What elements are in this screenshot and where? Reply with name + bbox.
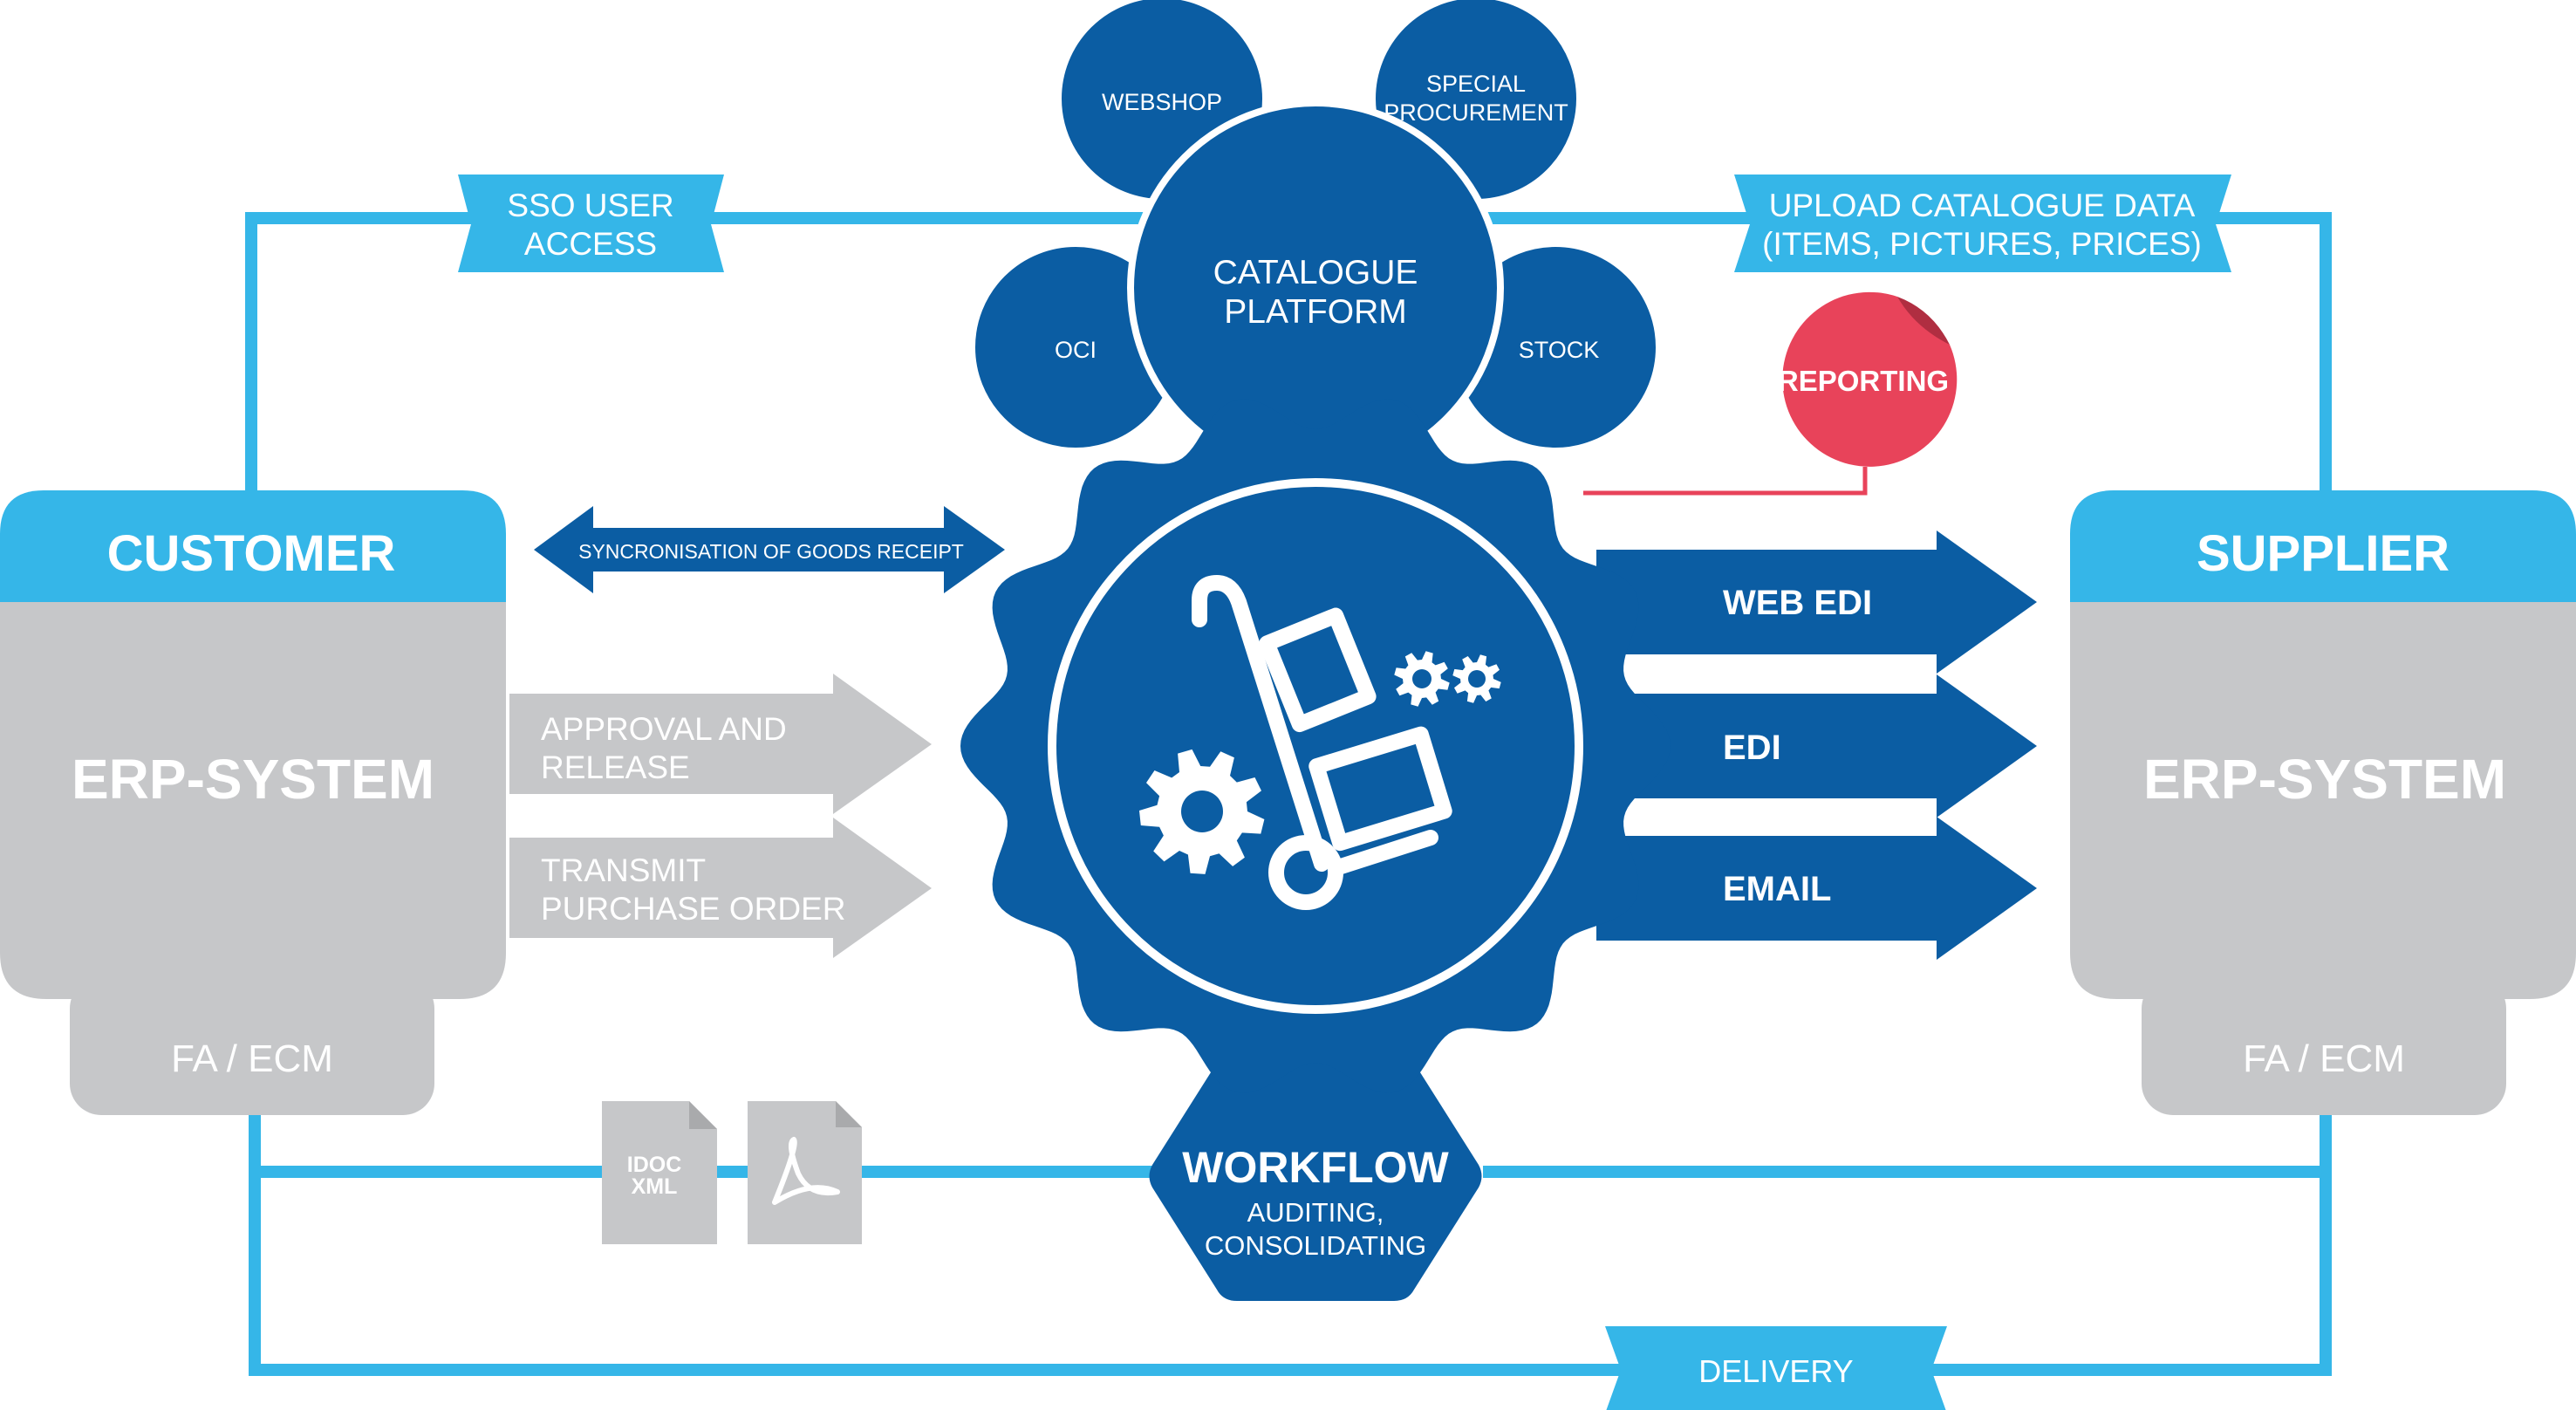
reporting-badge: REPORTING xyxy=(1778,291,1958,467)
email-label: EMAIL xyxy=(1723,870,1831,908)
customer-erp-body xyxy=(0,602,506,999)
supplier-erp-body xyxy=(2070,602,2576,999)
supplier-title: SUPPLIER xyxy=(2197,525,2450,582)
top-left-connector xyxy=(245,212,1160,493)
sso-tag-line2: ACCESS xyxy=(524,226,657,262)
supplier-erp-block: FA / ECM SUPPLIER ERP-SYSTEM xyxy=(2070,490,2576,1115)
sso-tag-line1: SSO USER xyxy=(507,188,673,223)
catalogue-cluster: WEBSHOP SPECIAL PROCUREMENT OCI STOCK CA… xyxy=(970,0,1661,476)
idoc-line2: XML xyxy=(632,1174,678,1199)
edi-arrow: EDI xyxy=(1596,674,2037,818)
approval-line2: RELEASE xyxy=(541,749,690,785)
stock-label: STOCK xyxy=(1519,337,1600,363)
upload-tag-line1: UPLOAD CATALOGUE DATA xyxy=(1769,188,2196,223)
reporting-label: REPORTING xyxy=(1778,365,1949,397)
supplier-fa-ecm-box xyxy=(2142,977,2506,1115)
gear-shape xyxy=(960,399,1671,1093)
supplier-header xyxy=(2070,490,2576,602)
gear-inner-ring xyxy=(1048,478,1583,1014)
delivery-tag: DELIVERY xyxy=(1605,1326,1947,1410)
workflow-title: WORKFLOW xyxy=(1182,1143,1449,1192)
hand-truck-with-gears-icon xyxy=(1192,575,1452,910)
special-line2: PROCUREMENT xyxy=(1384,99,1568,126)
approval-arrow: APPROVAL AND RELEASE xyxy=(509,674,932,814)
delivery-label: DELIVERY xyxy=(1698,1353,1853,1389)
transmit-line2: PURCHASE ORDER xyxy=(541,891,846,927)
central-gear xyxy=(960,399,1671,1093)
supplier-erp-label: ERP-SYSTEM xyxy=(2143,748,2506,811)
sso-access-tag: SSO USER ACCESS xyxy=(458,175,724,272)
oci-label: OCI xyxy=(1055,337,1097,363)
sync-goods-receipt-arrow: SYNCRONISATION OF GOODS RECEIPT xyxy=(534,506,1005,593)
web-edi-arrow: WEB EDI xyxy=(1596,530,2037,674)
workflow-sub-line2: CONSOLIDATING xyxy=(1205,1230,1426,1261)
catalogue-line1: CATALOGUE xyxy=(1213,254,1418,291)
pdf-icon xyxy=(772,1137,840,1205)
customer-title: CUSTOMER xyxy=(107,525,396,582)
customer-header xyxy=(0,490,506,602)
pdf-document-icon xyxy=(748,1101,862,1244)
workflow-hexagon: WORKFLOW AUDITING, CONSOLIDATING xyxy=(1149,1051,1482,1301)
supplier-fa-ecm-label: FA / ECM xyxy=(2243,1037,2405,1080)
upload-catalogue-tag: UPLOAD CATALOGUE DATA (ITEMS, PICTURES, … xyxy=(1734,175,2231,272)
workflow-sub-line1: AUDITING, xyxy=(1247,1197,1384,1228)
special-line1: SPECIAL xyxy=(1426,71,1526,97)
center-gears xyxy=(1139,651,1501,874)
idoc-line1: IDOC xyxy=(627,1153,682,1177)
customer-fa-ecm-box xyxy=(70,977,434,1115)
approval-line1: APPROVAL AND xyxy=(541,711,787,747)
idoc-xml-document-icon: IDOC XML xyxy=(602,1101,717,1244)
catalogue-line2: PLATFORM xyxy=(1224,293,1406,331)
customer-fa-ecm-label: FA / ECM xyxy=(171,1037,333,1080)
reporting-connector xyxy=(1583,467,1868,496)
edi-label: EDI xyxy=(1723,729,1781,767)
web-edi-label: WEB EDI xyxy=(1723,584,1872,622)
email-arrow: EMAIL xyxy=(1596,817,2037,960)
customer-erp-block: FA / ECM CUSTOMER ERP-SYSTEM xyxy=(0,490,506,1115)
upload-tag-line2: (ITEMS, PICTURES, PRICES) xyxy=(1762,226,2202,262)
transmit-arrow: TRANSMIT PURCHASE ORDER xyxy=(509,818,932,958)
transmit-line1: TRANSMIT xyxy=(541,852,706,888)
bottom-connector xyxy=(249,1112,2332,1376)
sync-label: SYNCRONISATION OF GOODS RECEIPT xyxy=(578,540,964,563)
webshop-label: WEBSHOP xyxy=(1102,89,1222,115)
customer-erp-label: ERP-SYSTEM xyxy=(72,748,434,811)
